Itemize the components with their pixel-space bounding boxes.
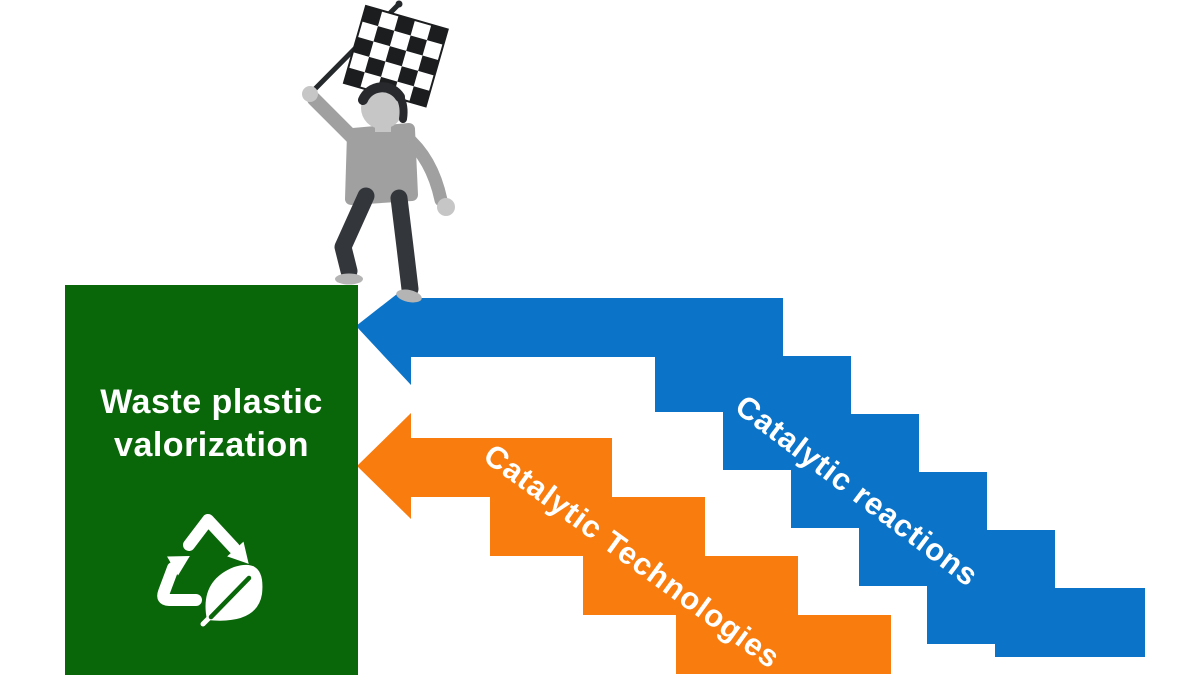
orange-staircase-arrow xyxy=(357,413,891,674)
box-title-line2: valorization xyxy=(114,426,309,464)
recycle-leaf-icon xyxy=(157,514,263,627)
leaf-vein xyxy=(208,575,252,620)
head xyxy=(361,87,403,129)
orange-arrowhead xyxy=(357,413,411,519)
hand-holding-pole xyxy=(302,86,318,102)
person-figure xyxy=(302,0,455,303)
back-leg xyxy=(390,189,419,298)
green-box-title: Waste plastic valorization xyxy=(65,381,358,467)
blue-arrowhead xyxy=(356,283,411,385)
front-leg xyxy=(334,187,375,280)
front-shoe xyxy=(335,273,363,285)
lowered-arm xyxy=(398,129,448,207)
free-hand xyxy=(437,198,455,216)
hair xyxy=(358,82,405,105)
box-title-line1: Waste plastic xyxy=(100,383,323,421)
checkered-flag-icon xyxy=(342,4,449,108)
back-shoe xyxy=(396,289,422,303)
blue-staircase-arrow xyxy=(356,283,1145,657)
